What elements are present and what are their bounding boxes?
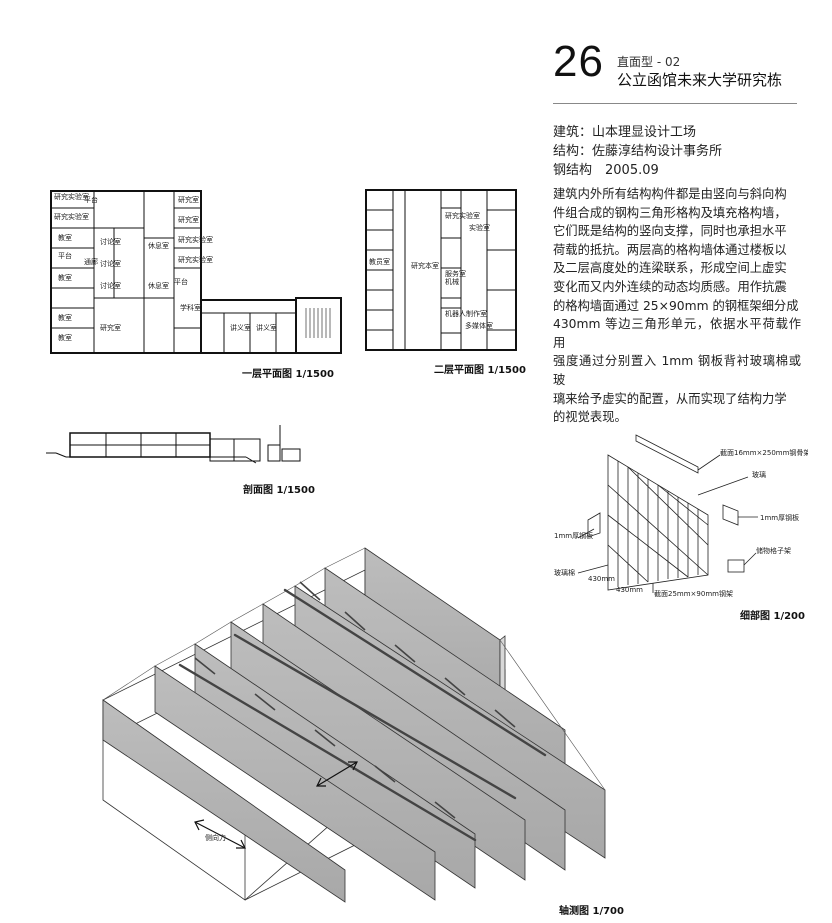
svg-text:玻璃棉: 玻璃棉 <box>554 568 575 577</box>
svg-text:机械: 机械 <box>445 277 459 286</box>
svg-text:服务室: 服务室 <box>445 269 466 278</box>
svg-text:教室: 教室 <box>58 333 72 342</box>
svg-text:研究实验室: 研究实验室 <box>445 211 480 220</box>
svg-text:玻璃: 玻璃 <box>752 470 766 479</box>
svg-text:截面16mm×250mm钢骨架: 截面16mm×250mm钢骨架 <box>720 448 808 457</box>
caption-detail: 细部图 1/200 <box>740 611 805 622</box>
svg-text:平台: 平台 <box>84 195 98 204</box>
svg-text:讨论室: 讨论室 <box>100 281 121 290</box>
svg-text:机器人制作室: 机器人制作室 <box>445 309 487 318</box>
svg-text:讨论室: 讨论室 <box>100 259 121 268</box>
credit-architecture: 建筑：山本理显设计工场 <box>553 125 697 140</box>
svg-text:学科室: 学科室 <box>180 303 201 312</box>
svg-text:1mm厚钢板: 1mm厚钢板 <box>760 513 799 522</box>
svg-text:研究室: 研究室 <box>178 215 199 224</box>
first-floor-plan: 研究实验室 研究实验室 平台 教室 教室 平台 研究室 研究室 讨论室 讨论室 … <box>50 190 342 354</box>
svg-text:讲义室: 讲义室 <box>230 323 251 332</box>
credit-structure: 结构：佐藤淳结构设计事务所 <box>553 144 723 159</box>
svg-text:休息室: 休息室 <box>148 281 169 290</box>
svg-text:截面25mm×90mm钢架: 截面25mm×90mm钢架 <box>654 589 733 598</box>
svg-text:平台: 平台 <box>58 251 72 260</box>
svg-text:平台: 平台 <box>174 277 188 286</box>
type-line: 直面型 - 02 <box>617 55 681 69</box>
svg-text:430mm: 430mm <box>616 586 643 594</box>
svg-text:教室: 教室 <box>58 313 72 322</box>
svg-text:多媒体室: 多媒体室 <box>465 321 493 330</box>
second-floor-plan: 研究实验室 实验室 教员室 研究本室 服务室 机械 机器人制作室 多媒体室 <box>365 189 517 351</box>
chapter-number: 26 <box>553 37 604 86</box>
svg-text:休息室: 休息室 <box>148 241 169 250</box>
svg-text:研究室: 研究室 <box>100 323 121 332</box>
caption-second-floor-plan: 二层平面图 1/1500 <box>434 365 526 376</box>
svg-text:研究室: 研究室 <box>178 195 199 204</box>
credit-structure-year: 钢结构 2005.09 <box>553 163 659 178</box>
svg-text:讨论室: 讨论室 <box>100 237 121 246</box>
header-divider <box>553 103 797 104</box>
section-drawing <box>46 425 301 464</box>
svg-text:研究实验室: 研究实验室 <box>178 235 213 244</box>
description-text: 建筑内外所有结构构件都是由竖向与斜向构 件组合成的钢构三角形格构及填充格构墙， … <box>553 187 801 425</box>
svg-text:教员室: 教员室 <box>369 257 390 266</box>
axonometric-drawing: 侧向力 <box>102 547 606 903</box>
svg-text:研究实验室: 研究实验室 <box>54 192 89 201</box>
detail-drawing: 截面16mm×250mm钢骨架 玻璃 1mm厚钢板 1mm厚钢板 储物格子架 玻… <box>554 434 808 598</box>
page-title: 公立函馆未来大学研究栋 <box>617 71 783 89</box>
svg-text:430mm: 430mm <box>588 575 615 583</box>
caption-section: 剖面图 1/1500 <box>243 485 315 496</box>
caption-first-floor-plan: 一层平面图 1/1500 <box>242 369 334 380</box>
svg-text:讲义室: 讲义室 <box>256 323 277 332</box>
svg-text:储物格子架: 储物格子架 <box>756 546 791 555</box>
svg-text:教室: 教室 <box>58 273 72 282</box>
svg-text:侧向力: 侧向力 <box>205 833 226 842</box>
caption-axonometric: 轴测图 1/700 <box>559 906 624 917</box>
svg-text:1mm厚钢板: 1mm厚钢板 <box>554 531 593 540</box>
svg-text:研究实验室: 研究实验室 <box>54 212 89 221</box>
svg-text:实验室: 实验室 <box>469 223 490 232</box>
svg-text:研究实验室: 研究实验室 <box>178 255 213 264</box>
svg-text:研究本室: 研究本室 <box>411 261 439 270</box>
svg-text:通廊: 通廊 <box>84 257 98 266</box>
svg-text:教室: 教室 <box>58 233 72 242</box>
